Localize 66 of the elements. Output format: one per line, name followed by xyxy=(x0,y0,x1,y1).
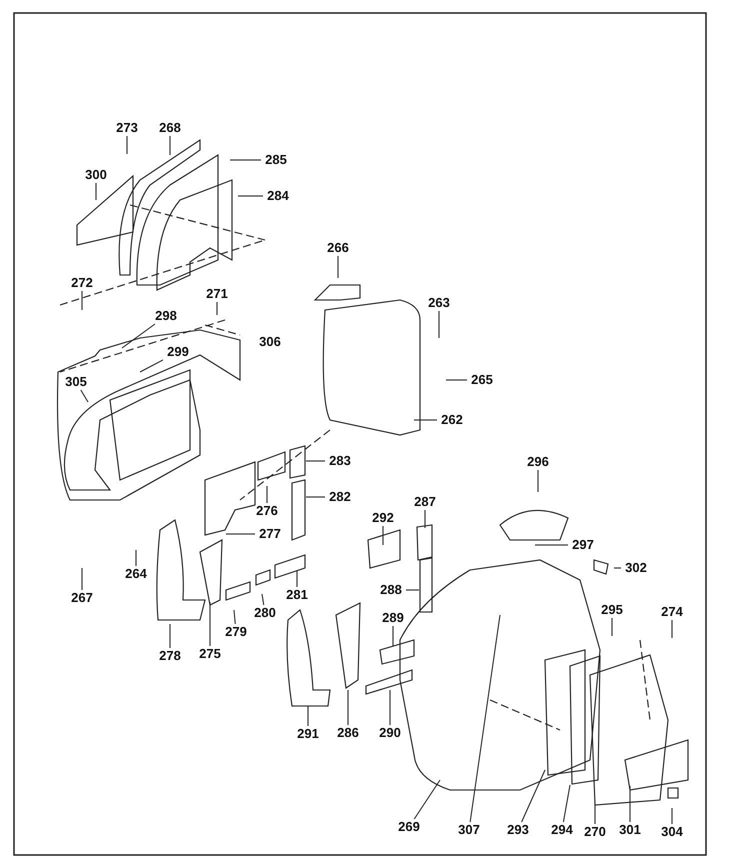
callout-number: 288 xyxy=(376,582,406,598)
callout-number: 271 xyxy=(202,286,232,302)
callout-number: 297 xyxy=(568,537,598,553)
leader-line xyxy=(306,496,326,498)
callout-number: 278 xyxy=(155,648,185,664)
leader-line xyxy=(262,594,264,606)
leader-line xyxy=(392,626,394,646)
callout-number: 295 xyxy=(597,602,627,618)
leader-line xyxy=(216,302,218,316)
leader-line xyxy=(296,570,298,588)
callout-number: 275 xyxy=(195,646,225,662)
callout-number: 277 xyxy=(255,526,285,542)
callout-number: 269 xyxy=(394,819,424,835)
callout-number: 263 xyxy=(424,295,454,311)
callout-number: 286 xyxy=(333,725,363,741)
leader-line xyxy=(382,526,384,546)
callout-number: 305 xyxy=(61,374,91,390)
callout-number: 284 xyxy=(263,188,293,204)
leader-line xyxy=(266,486,268,504)
callout-number: 283 xyxy=(325,453,355,469)
leader-line xyxy=(306,460,326,462)
leader-line xyxy=(594,802,596,824)
callout-number: 270 xyxy=(580,824,610,840)
callout-number: 292 xyxy=(368,510,398,526)
callout-number: 302 xyxy=(621,560,651,576)
callout-number: 264 xyxy=(121,566,151,582)
callout-number: 282 xyxy=(325,489,355,505)
callout-number: 281 xyxy=(282,587,312,603)
callout-number: 266 xyxy=(323,240,353,256)
callout-number: 279 xyxy=(221,624,251,640)
callout-number: 298 xyxy=(151,308,181,324)
callout-number: 273 xyxy=(112,120,142,136)
callout-number: 294 xyxy=(547,822,577,838)
callout-number: 307 xyxy=(454,822,484,838)
callout-number: 300 xyxy=(81,167,111,183)
callout-number: 265 xyxy=(467,372,497,388)
callout-number: 291 xyxy=(293,726,323,742)
callout-number: 267 xyxy=(67,590,97,606)
leader-line xyxy=(122,324,156,348)
callout-number: 268 xyxy=(155,120,185,136)
leader-line xyxy=(438,310,440,338)
callout-number: 293 xyxy=(503,822,533,838)
callout-number: 290 xyxy=(375,725,405,741)
leader-line xyxy=(470,614,500,822)
leader-line xyxy=(140,359,164,372)
callout-number: 262 xyxy=(437,412,467,428)
leader-line xyxy=(414,780,440,820)
callout-number: 296 xyxy=(523,454,553,470)
leader-line xyxy=(424,510,426,528)
callout-number: 272 xyxy=(67,275,97,291)
leader-line xyxy=(534,544,568,546)
leader-line xyxy=(126,136,128,154)
callout-number: 306 xyxy=(258,334,282,350)
callout-number: 289 xyxy=(378,610,408,626)
callout-number: 304 xyxy=(657,824,687,840)
callout-number: 274 xyxy=(657,604,687,620)
callout-number: 287 xyxy=(410,494,440,510)
leader-line xyxy=(562,784,570,822)
leader-line xyxy=(234,610,236,624)
callout-number: 280 xyxy=(250,605,280,621)
leader-line xyxy=(80,390,88,402)
callout-number: 299 xyxy=(163,344,193,360)
callout-number: 285 xyxy=(261,152,291,168)
callout-number: 301 xyxy=(615,822,645,838)
leader-line xyxy=(521,770,546,822)
callout-number: 276 xyxy=(252,503,282,519)
